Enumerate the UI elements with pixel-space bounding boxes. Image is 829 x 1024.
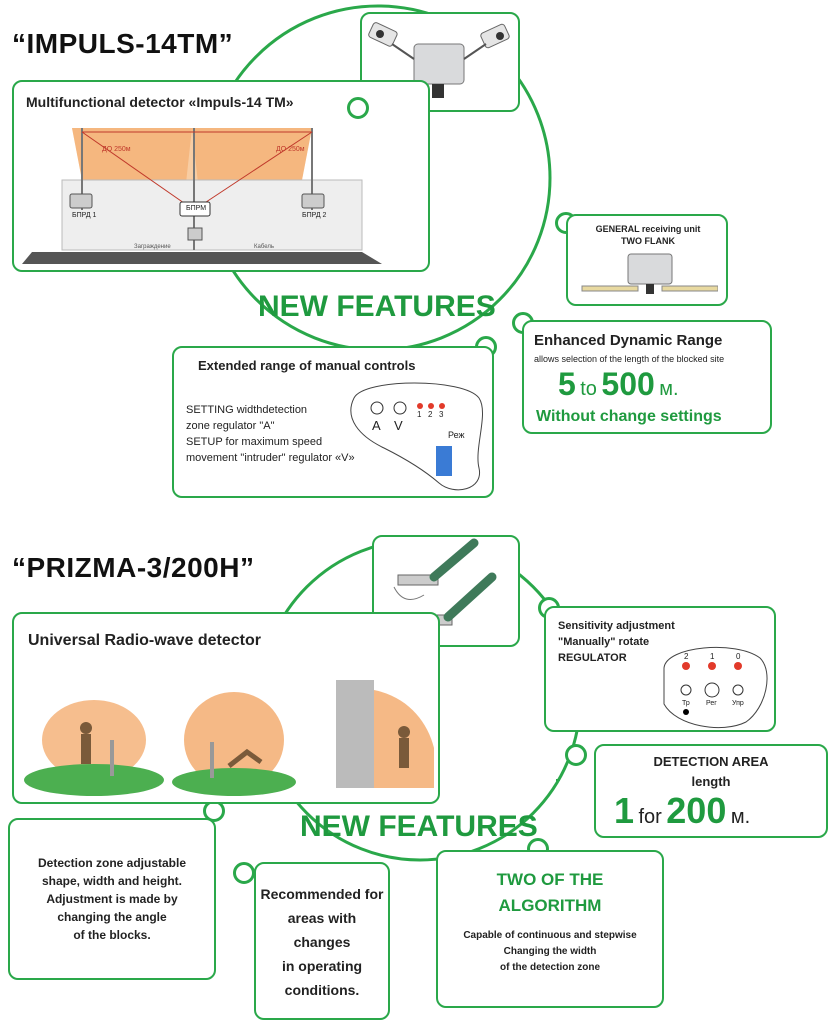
dynamic-range-box: Enhanced Dynamic Range allows selection … bbox=[522, 320, 772, 434]
zone-line5: of the blocks. bbox=[73, 928, 151, 942]
mode-label: Реж bbox=[448, 430, 465, 440]
tp-label: Тр bbox=[682, 700, 690, 707]
fence-label: Заграждение bbox=[134, 244, 171, 250]
area-heading: DETECTION AREA bbox=[653, 754, 769, 769]
manual-line2: zone regulator "A" bbox=[186, 420, 275, 432]
receiving-unit-image bbox=[581, 253, 718, 294]
dynamic-from: 5 bbox=[558, 366, 576, 402]
dynamic-heading: Enhanced Dynamic Range bbox=[534, 332, 723, 349]
sensitivity-panel-drawing bbox=[663, 646, 768, 729]
bprd1-label: БПРД 1 bbox=[72, 212, 97, 219]
area-for-word: for bbox=[638, 806, 662, 828]
sensitivity-line3: REGULATOR bbox=[558, 652, 627, 664]
dial-v-label: V bbox=[394, 418, 403, 433]
area-values: 1 for 200 м. bbox=[614, 790, 750, 832]
prizma-title: “PRIZMA-3/200H” bbox=[12, 552, 255, 583]
manual-heading: Extended range of manual controls bbox=[198, 358, 416, 373]
receiving-unit-line1: GENERAL receiving unit bbox=[595, 224, 701, 234]
algorithm-line4: Changing the width bbox=[503, 946, 597, 957]
receiving-unit-box: GENERAL receiving unit TWO FLANK bbox=[566, 214, 728, 306]
impuls-title: “IMPULS-14TM” bbox=[12, 28, 234, 59]
connector-node bbox=[565, 744, 587, 766]
sensitivity-box: Sensitivity adjustment "Manually" rotate… bbox=[544, 606, 776, 732]
universal-detector-box: Universal Radio-wave detector bbox=[12, 612, 440, 804]
algorithm-line2: ALGORITHM bbox=[498, 896, 602, 915]
sensitivity-line1: Sensitivity adjustment bbox=[558, 620, 675, 632]
led-2-label: 2 bbox=[428, 410, 433, 419]
range-right-label: ДО 250м bbox=[276, 146, 305, 153]
connector-node bbox=[233, 862, 255, 884]
area-unit: м. bbox=[730, 806, 751, 828]
dynamic-to: 500 bbox=[601, 366, 655, 402]
recommended-line3: changes bbox=[293, 934, 351, 950]
sens-led2-label: 2 bbox=[684, 652, 689, 661]
dynamic-note: Without change settings bbox=[536, 408, 722, 425]
led-1-label: 1 bbox=[417, 410, 422, 419]
area-sub: length bbox=[691, 774, 731, 789]
recommended-line5: conditions. bbox=[284, 982, 360, 998]
control-panel-drawing bbox=[350, 382, 483, 491]
manual-line1: SETTING widthdetection bbox=[186, 404, 308, 416]
detection-area-box: DETECTION AREA length 1 for 200 м. bbox=[594, 744, 828, 838]
manual-line4: movement "intruder" regulator «V» bbox=[186, 452, 355, 464]
manual-line3: SETUP for maximum speed bbox=[186, 436, 323, 448]
dynamic-sub: allows selection of the length of the bl… bbox=[534, 354, 725, 364]
zone-line2: shape, width and height. bbox=[41, 874, 182, 888]
bprm-label: БПРМ bbox=[186, 205, 207, 212]
dial-a-label: A bbox=[372, 418, 381, 433]
detection-zone-illustrations bbox=[24, 680, 434, 796]
dynamic-range-values: 5 to 500 м. bbox=[558, 366, 679, 403]
impuls-device-image bbox=[368, 22, 510, 98]
cable-label: Кабель bbox=[254, 244, 274, 250]
recommended-box: Recommended for areas with changes in op… bbox=[254, 862, 390, 1020]
connector-node bbox=[347, 97, 369, 119]
zone-line4: changing the angle bbox=[57, 910, 167, 924]
zone-line3: Adjustment is made by bbox=[46, 892, 178, 906]
upr-label: Упр bbox=[732, 700, 744, 707]
recommended-line1: Recommended for bbox=[260, 886, 384, 902]
area-to: 200 bbox=[666, 790, 727, 831]
manual-controls-box: Extended range of manual controls SETTIN… bbox=[172, 346, 494, 498]
impuls-layout-diagram bbox=[22, 128, 382, 264]
sensitivity-line2: "Manually" rotate bbox=[558, 636, 650, 648]
led-3-label: 3 bbox=[439, 410, 444, 419]
impuls-new-features: NEW FEATURES bbox=[258, 290, 496, 323]
zone-box: Detection zone adjustable shape, width a… bbox=[8, 818, 216, 980]
algorithm-line1: TWO OF THE bbox=[496, 870, 604, 889]
algorithm-line5: of the detection zone bbox=[500, 962, 600, 973]
bprd2-label: БПРД 2 bbox=[302, 212, 327, 219]
range-left-label: ДО 250м bbox=[102, 146, 131, 153]
zone-line1: Detection zone adjustable bbox=[37, 856, 187, 870]
algorithm-line3: Capable of continuous and stepwise bbox=[463, 930, 637, 941]
dynamic-unit: м. bbox=[659, 378, 679, 400]
algorithm-box: TWO OF THE ALGORITHM Capable of continuo… bbox=[436, 850, 664, 1008]
prizma-new-features: NEW FEATURES bbox=[300, 810, 538, 843]
recommended-line4: in operating bbox=[281, 958, 363, 974]
reg-label: Рег bbox=[706, 700, 717, 707]
receiving-unit-line2: TWO FLANK bbox=[621, 236, 675, 246]
recommended-line2: areas with bbox=[287, 910, 357, 926]
dynamic-to-word: to bbox=[580, 378, 597, 400]
sens-led1-label: 1 bbox=[710, 652, 715, 661]
area-from: 1 bbox=[614, 790, 635, 831]
prizma-detector-heading: Universal Radio-wave detector bbox=[28, 632, 261, 649]
sens-led0-label: 0 bbox=[736, 652, 741, 661]
impuls-detector-heading: Multifunctional detector «Impuls-14 TM» bbox=[26, 94, 294, 110]
